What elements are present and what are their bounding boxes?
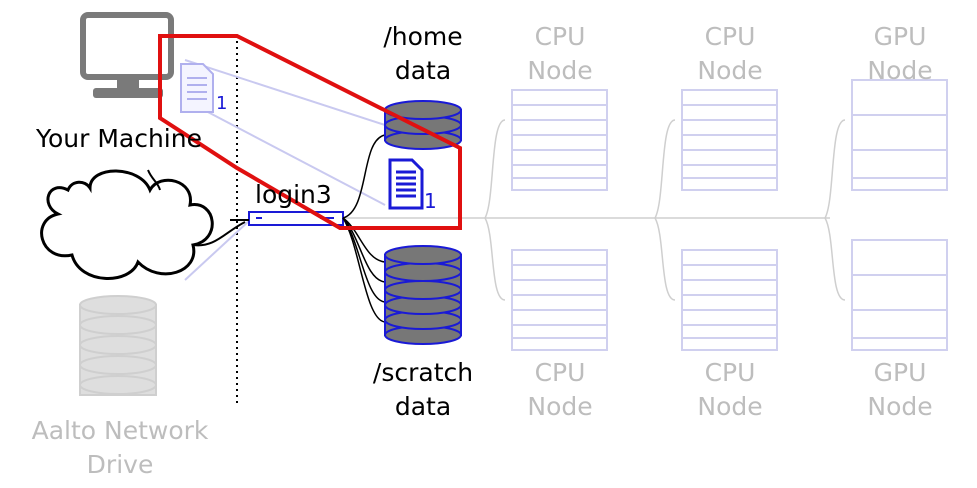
login-node-label: login3 bbox=[255, 180, 332, 209]
file-index-large: 1 bbox=[424, 189, 437, 213]
highlight-outline bbox=[158, 34, 462, 230]
gpu-node-server-rack-icon bbox=[851, 79, 948, 351]
scratch-database-icon bbox=[384, 245, 462, 345]
cloud-icon bbox=[40, 169, 246, 280]
desktop-computer-icon bbox=[80, 12, 174, 98]
file-index-small: 1 bbox=[216, 93, 228, 114]
your-machine-label: Your Machine bbox=[36, 124, 202, 153]
cpu-node-server-rack-icon bbox=[511, 89, 778, 351]
network-drive-database-icon bbox=[79, 295, 157, 396]
home-database-icon bbox=[384, 100, 462, 150]
faint-connections bbox=[184, 59, 386, 281]
home-file-document-icon bbox=[388, 158, 424, 210]
document-icon bbox=[180, 63, 214, 113]
